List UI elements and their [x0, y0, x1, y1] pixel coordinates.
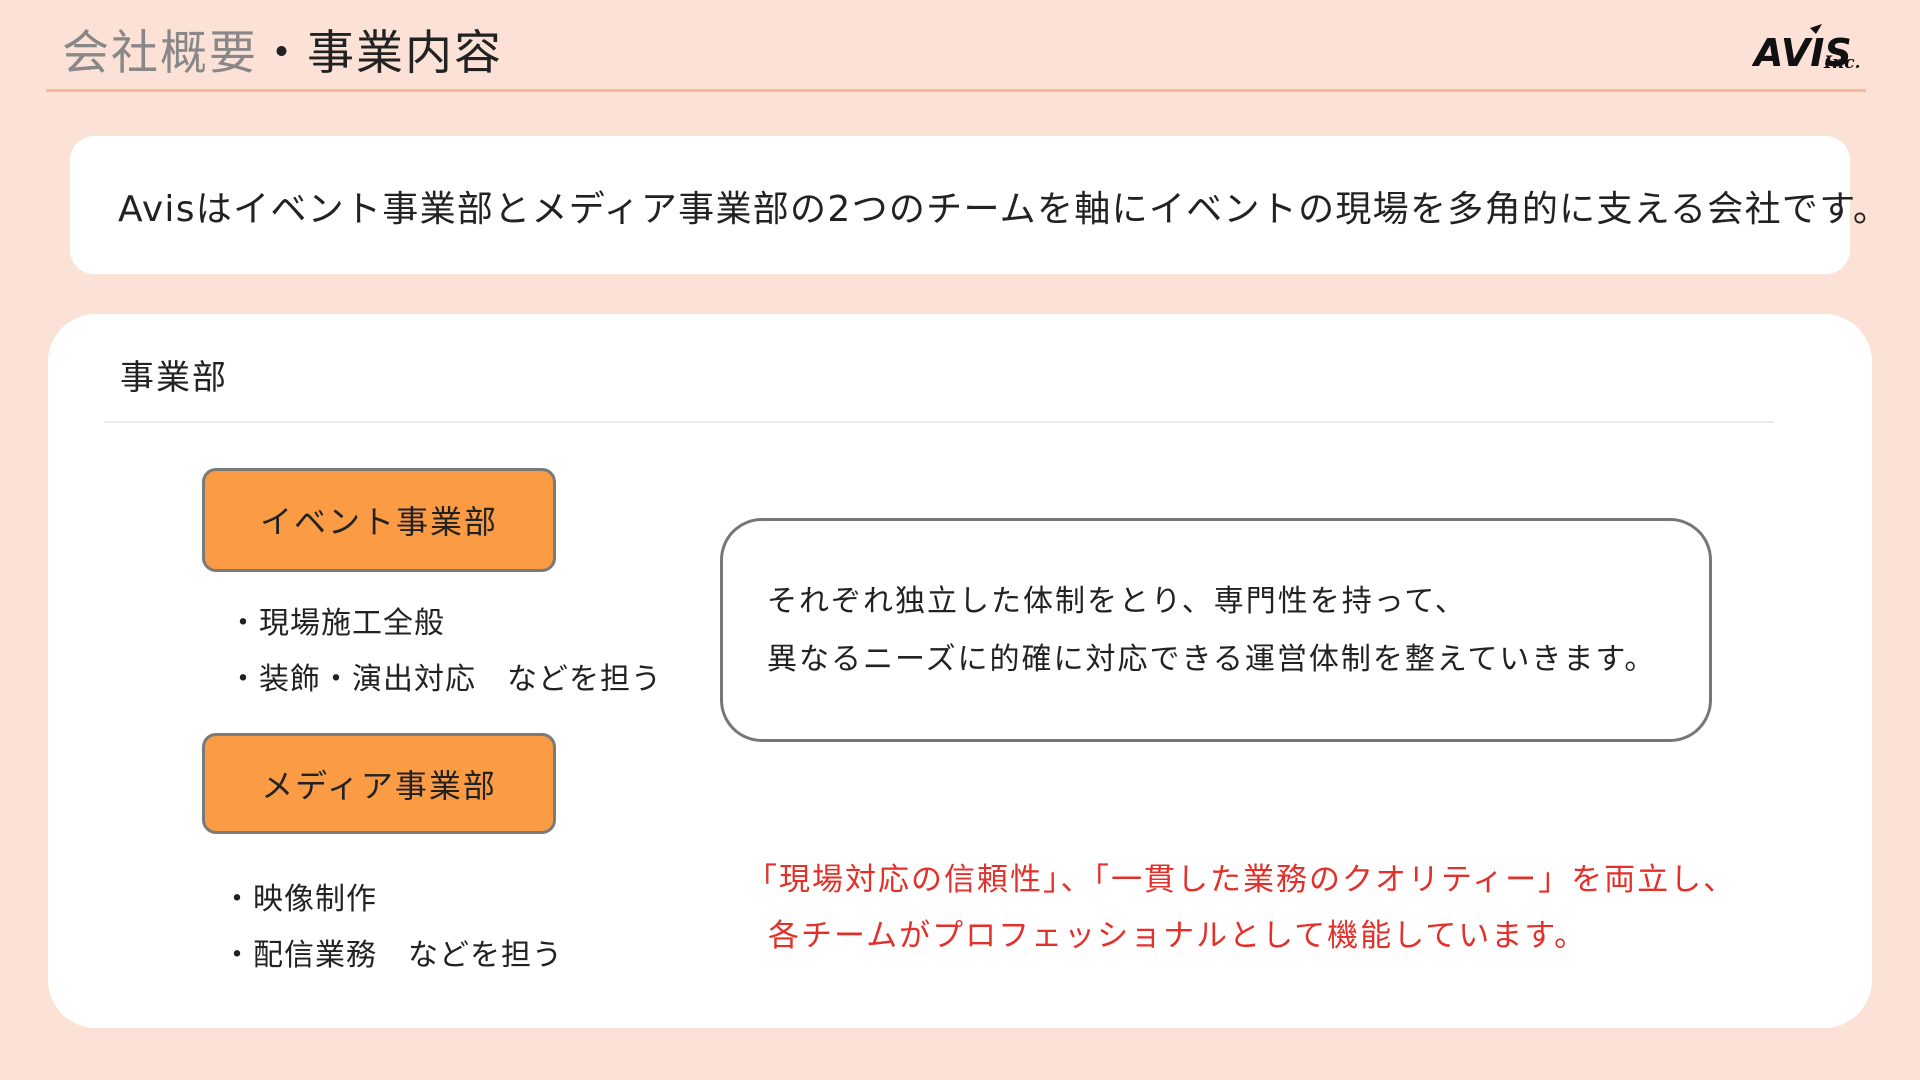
highlight-line: 「現場対応の信頼性」、「一貫した業務のクオリティー」を両立し、: [746, 862, 1737, 898]
page-title-sub: ・事業内容: [258, 26, 503, 81]
departments-card: 事業部 イベント事業部 ・現場施工全般 ・装飾・演出対応 などを担う メディア事…: [48, 314, 1872, 1028]
list-item: ・映像制作: [222, 882, 377, 917]
event-department-box: イベント事業部: [202, 468, 556, 572]
intro-text: Avisはイベント事業部とメディア事業部の2つのチームを軸にイベントの現場を多角…: [118, 189, 1891, 230]
highlight-statement: 「現場対応の信頼性」、「一貫した業務のクオリティー」を両立し、 各チームがプロフ…: [746, 852, 1736, 964]
list-item: ・装飾・演出対応 などを担う: [228, 662, 662, 697]
intro-card: Avisはイベント事業部とメディア事業部の2つのチームを軸にイベントの現場を多角…: [70, 136, 1889, 274]
page-title-main: 会社概要: [62, 26, 258, 81]
media-department-box: メディア事業部: [202, 733, 556, 834]
svg-text:AVIS: AVIS: [1752, 31, 1852, 75]
section-divider: [104, 421, 1774, 423]
media-department-label: メディア事業部: [261, 766, 497, 805]
page-title: 会社概要・事業内容: [62, 14, 503, 83]
list-item: ・現場施工全般: [228, 606, 445, 641]
header-divider: [46, 89, 1866, 92]
event-department-label: イベント事業部: [259, 503, 498, 541]
highlight-line: 各チームがプロフェッショナルとして機能しています。: [768, 918, 1588, 954]
note-line: 異なるニーズに的確に対応できる運営体制を整えていきます。: [767, 642, 1657, 677]
list-item: ・配信業務 などを担う: [222, 938, 563, 973]
section-heading: 事業部: [120, 358, 228, 398]
structure-note-box: それぞれ独立した体制をとり、専門性を持って、 異なるニーズに的確に対応できる運営…: [720, 518, 1712, 742]
media-department-list: ・映像制作 ・配信業務 などを担う: [222, 872, 563, 984]
event-department-list: ・現場施工全般 ・装飾・演出対応 などを担う: [228, 596, 662, 708]
svg-text:Inc.: Inc.: [1823, 53, 1861, 73]
company-logo: AVIS Inc.: [1752, 24, 1861, 75]
structure-note-text: それぞれ独立した体制をとり、専門性を持って、 異なるニーズに的確に対応できる運営…: [767, 573, 1656, 689]
note-line: それぞれ独立した体制をとり、専門性を持って、: [767, 584, 1467, 619]
